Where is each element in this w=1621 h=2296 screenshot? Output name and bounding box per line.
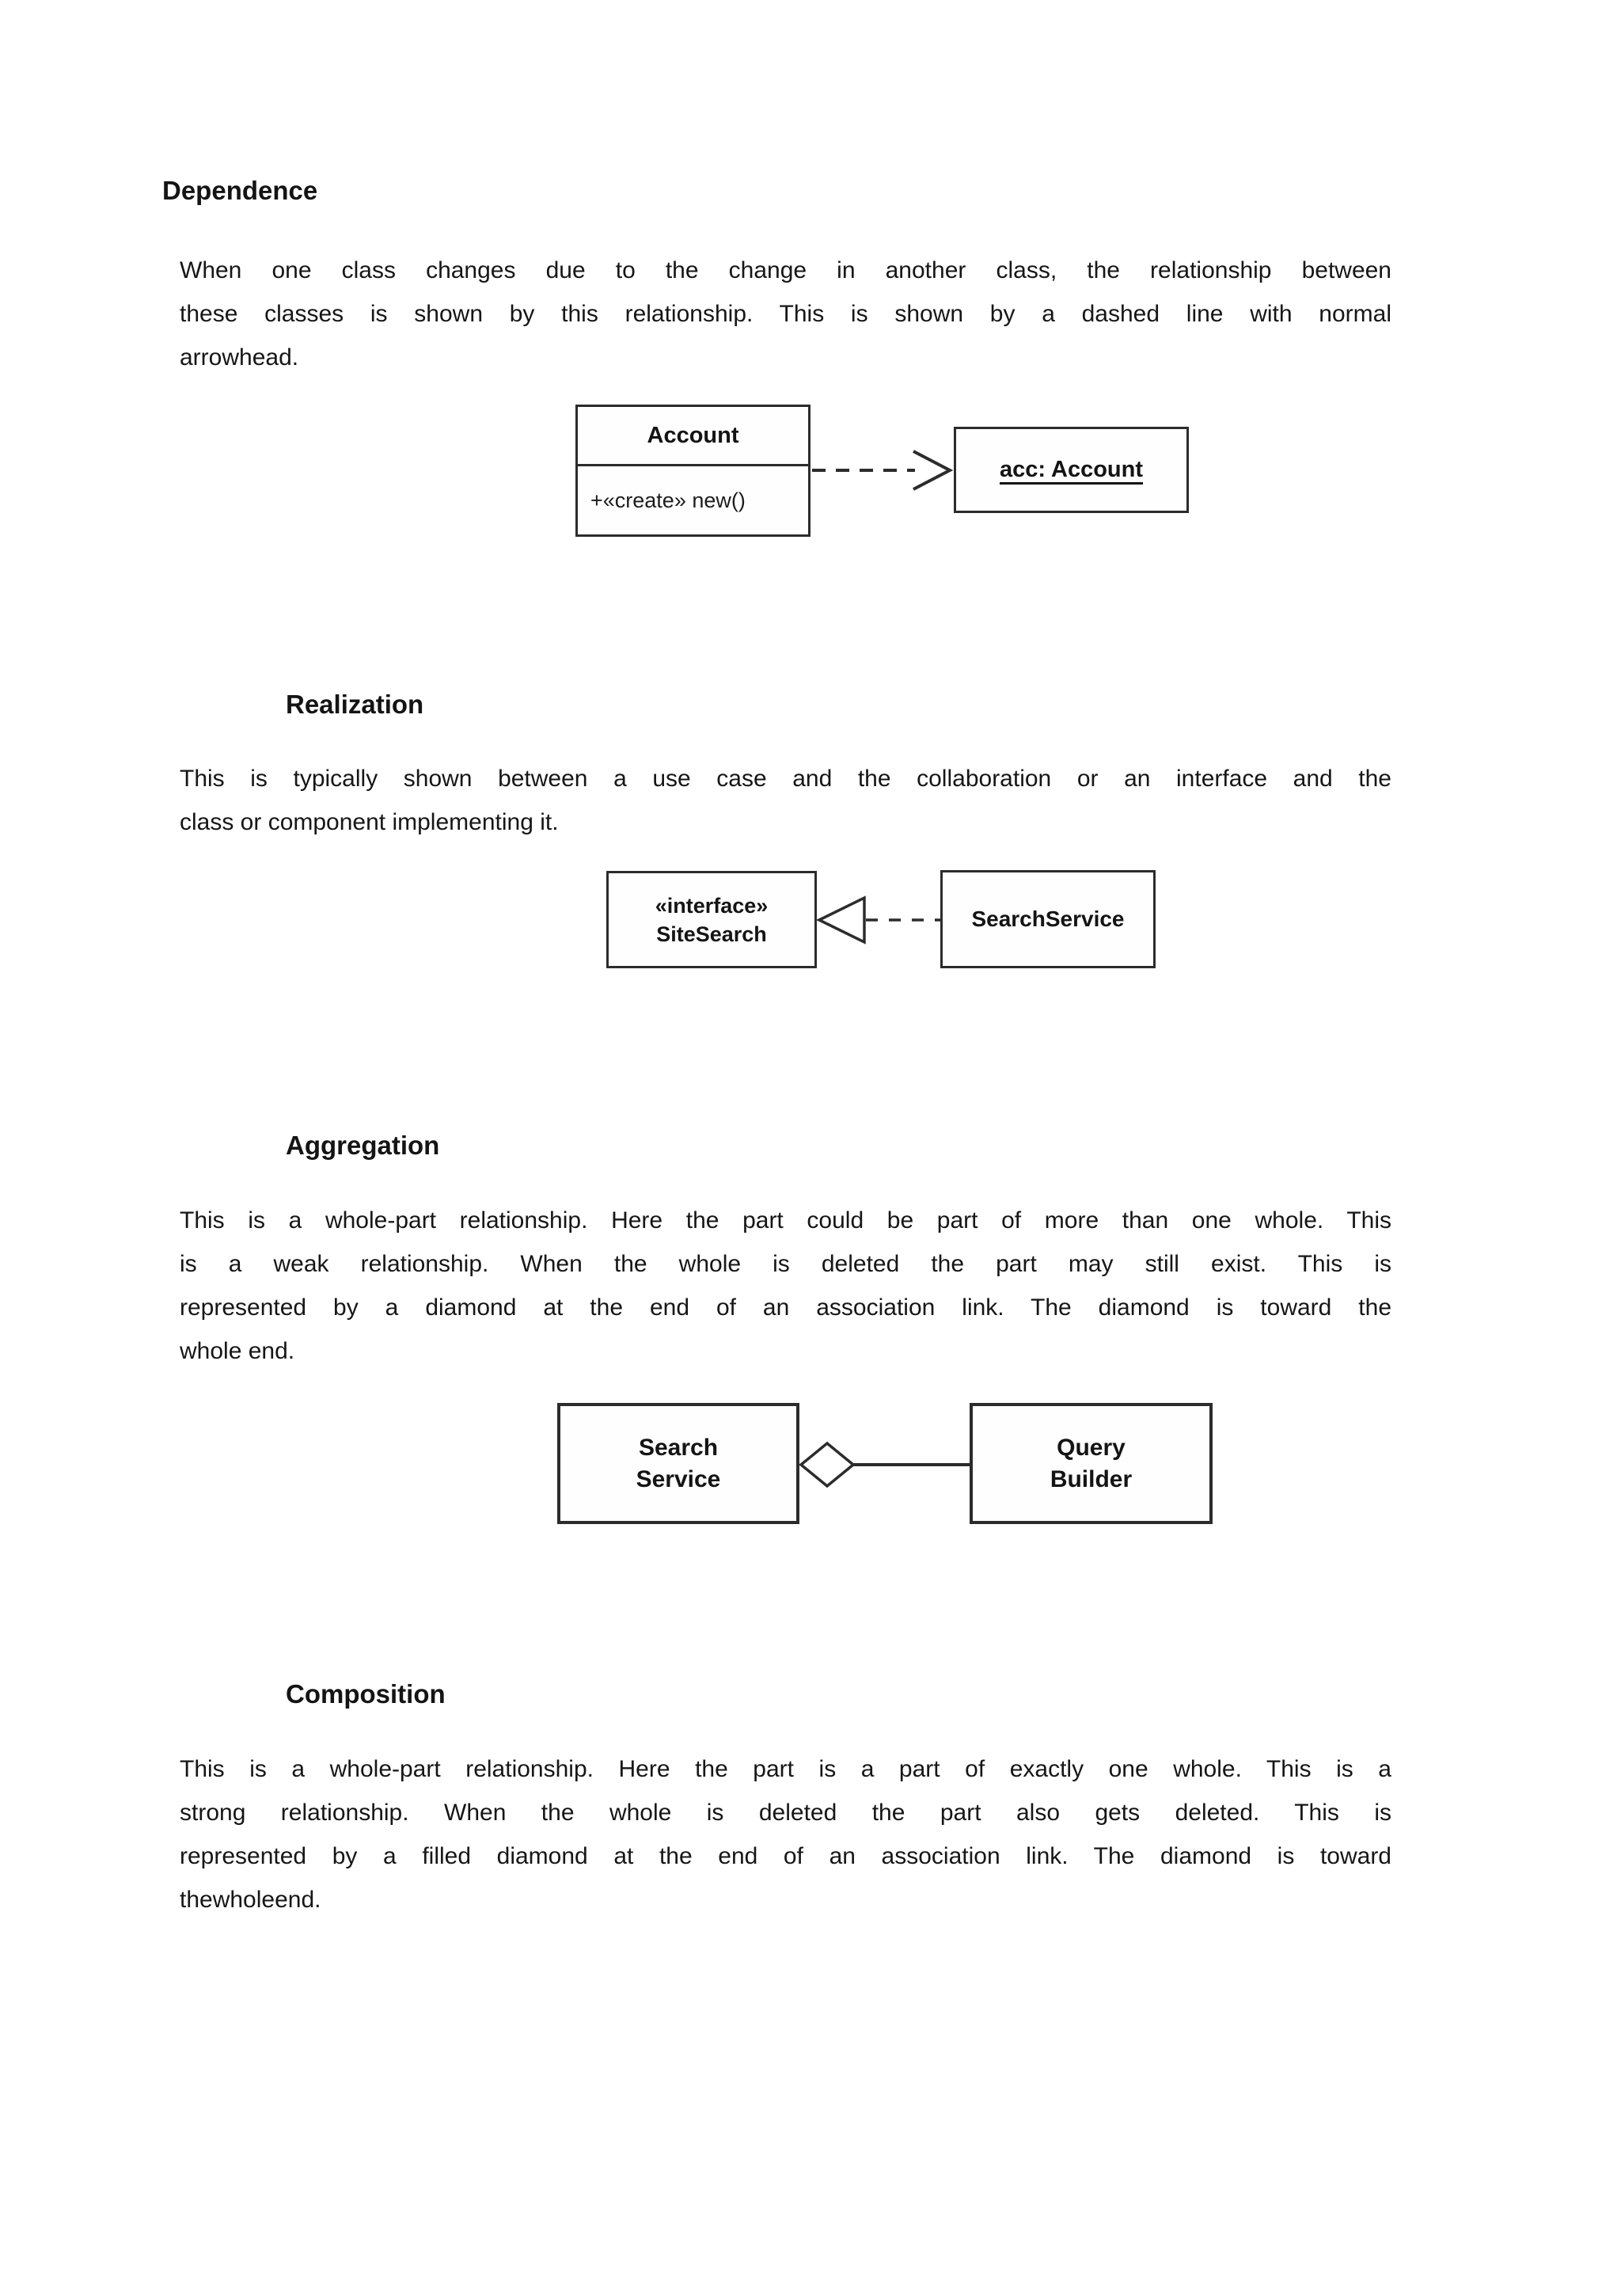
heading-composition: Composition (286, 1679, 446, 1709)
class-name-label: Service (636, 1465, 721, 1492)
paragraph-line: This is a whole-part relationship. Here … (180, 1207, 1391, 1234)
realization-diagram: «interface» SiteSearch SearchService (606, 870, 1156, 968)
hollow-triangle-arrowhead-icon (817, 895, 866, 945)
class-name-label: Query (1057, 1434, 1126, 1461)
object-name-label: acc: Account (999, 457, 1144, 482)
paragraph-line: represented by a filled diamond at the e… (180, 1843, 1391, 1869)
paragraph-line: This is typically shown between a use ca… (180, 766, 1391, 792)
uml-object-box: acc: Account (954, 427, 1189, 513)
aggregation-diagram: Search Service Query Builder (557, 1403, 1213, 1524)
heading-aggregation: Aggregation (286, 1131, 440, 1160)
dashed-dependency-arrow (812, 450, 954, 491)
uml-interface-box: «interface» SiteSearch (606, 871, 817, 968)
paragraph-line: strong relationship. When the whole is d… (180, 1800, 1391, 1826)
interface-name-label: SiteSearch (656, 922, 767, 946)
class-name-label: Search (638, 1434, 719, 1461)
open-arrowhead-icon (913, 450, 954, 491)
uml-class-box-querybuilder: Query Builder (970, 1403, 1213, 1524)
heading-realization: Realization (286, 690, 424, 719)
hollow-diamond-icon (799, 1441, 856, 1488)
aggregation-connector (799, 1441, 974, 1488)
class-operation-label: +«create» new() (590, 488, 746, 512)
dependency-diagram: Account +«create» new() acc: Account (575, 405, 1191, 539)
paragraph-line: thewholeend. (180, 1887, 321, 1913)
uml-class-box-searchservice-whole: Search Service (557, 1403, 799, 1524)
paragraph-line: When one class changes due to the change… (180, 257, 1391, 283)
paragraph-line: represented by a diamond at the end of a… (180, 1294, 1391, 1321)
class-name-label: Builder (1050, 1465, 1133, 1492)
uml-class-box-account: Account +«create» new() (575, 405, 810, 537)
uml-class-box-searchservice: SearchService (940, 870, 1156, 968)
paragraph-dependence: When one class changes due to the change… (180, 249, 1391, 379)
class-name-label: Account (578, 407, 808, 466)
interface-stereotype-label: «interface» (655, 893, 769, 918)
paragraph-line: arrowhead. (180, 344, 299, 371)
paragraph-line: whole end. (180, 1338, 295, 1364)
paragraph-aggregation: This is a whole-part relationship. Here … (180, 1199, 1391, 1373)
paragraph-line: is a weak relationship. When the whole i… (180, 1251, 1391, 1277)
dashed-realization-connector (817, 895, 940, 945)
paragraph-line: these classes is shown by this relations… (180, 301, 1391, 327)
paragraph-line: class or component implementing it. (180, 809, 559, 835)
paragraph-line: This is a whole-part relationship. Here … (180, 1756, 1391, 1782)
heading-dependence: Dependence (162, 176, 318, 205)
paragraph-realization: This is typically shown between a use ca… (180, 757, 1391, 844)
paragraph-composition: This is a whole-part relationship. Here … (180, 1747, 1391, 1922)
class-name-label: SearchService (971, 907, 1125, 931)
